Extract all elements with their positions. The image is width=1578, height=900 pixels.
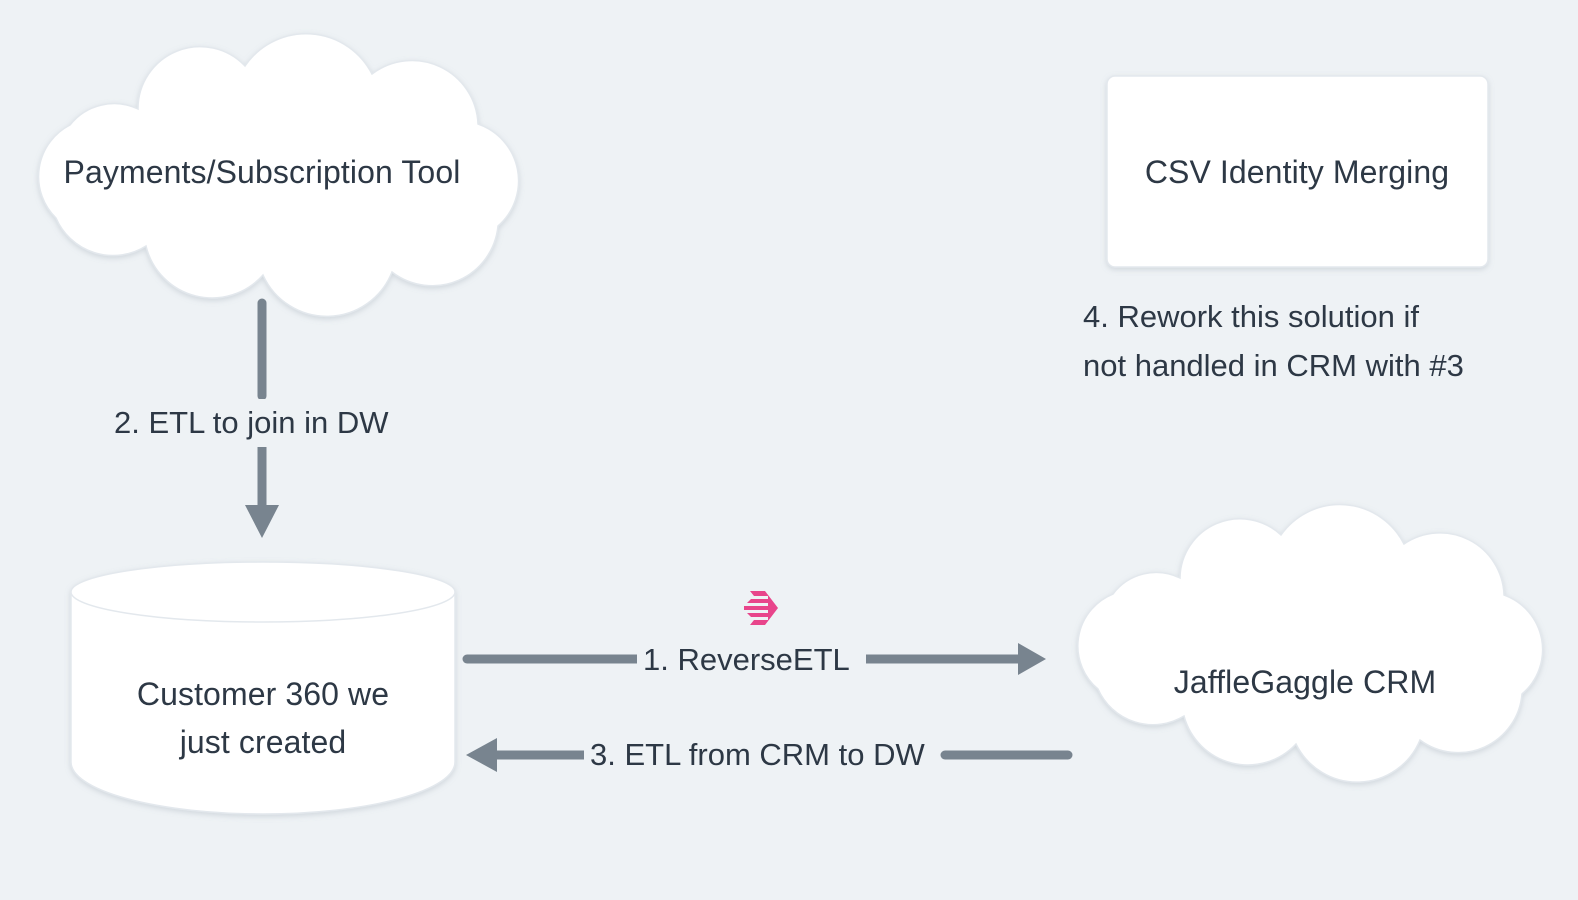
edge-label-reverse-etl: 1. ReverseETL <box>637 636 856 684</box>
cloud-payments-shape <box>37 32 520 318</box>
edge-label-etl-crm-to-dw: 3. ETL from CRM to DW <box>584 731 931 779</box>
edge-etl-join-dw <box>245 298 279 538</box>
hightouch-logo-icon <box>744 591 778 625</box>
edge-label-etl-join-dw: 2. ETL to join in DW <box>108 399 395 447</box>
box-csv-shape <box>1106 75 1489 268</box>
edge-reverse-etl <box>462 643 1046 675</box>
cylinder-warehouse-shape <box>70 561 456 815</box>
cloud-crm-shape <box>1077 503 1544 783</box>
rework-note: 4. Rework this solution if not handled i… <box>1083 299 1464 383</box>
edge-etl-crm-to-dw <box>466 738 1073 772</box>
